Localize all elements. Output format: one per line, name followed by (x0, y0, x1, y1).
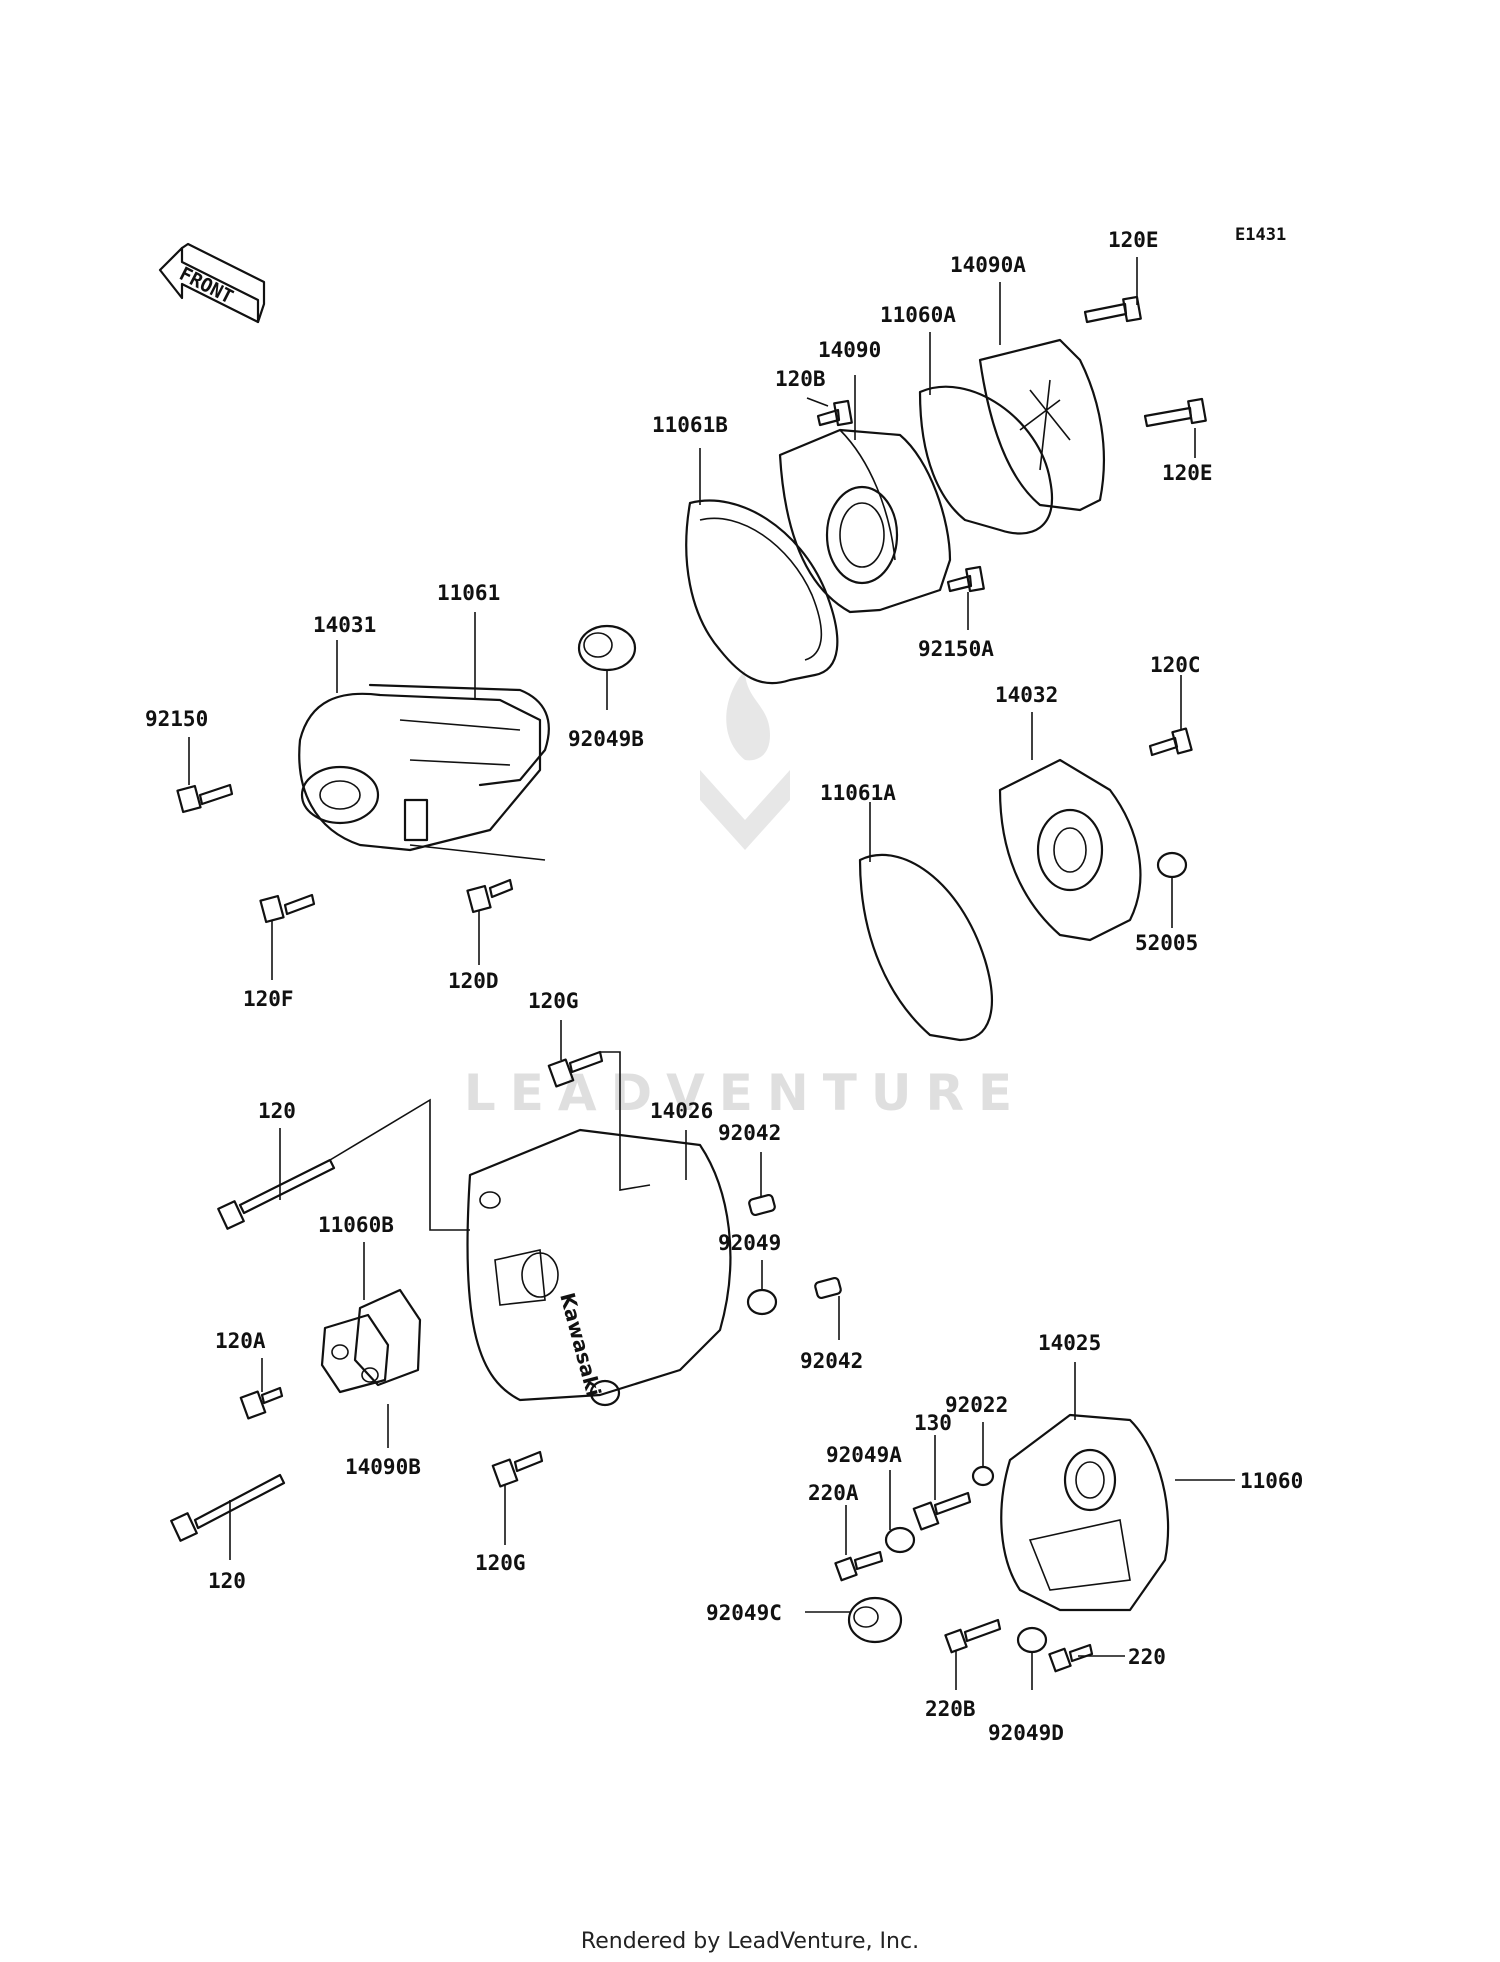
bolt-120f (259, 893, 316, 924)
seal-92049c (847, 1596, 903, 1644)
bolt-220 (1048, 1643, 1094, 1673)
part-label-92049c[interactable]: 92049C (706, 1601, 782, 1625)
part-label-120-top[interactable]: 120 (258, 1099, 296, 1123)
bolt-120b (816, 399, 853, 427)
part-label-52005[interactable]: 52005 (1135, 931, 1198, 955)
bolt-120-top (217, 1158, 336, 1230)
watermark: LEADVENTURE (464, 670, 1026, 1122)
part-label-120f[interactable]: 120F (243, 987, 294, 1011)
part-label-11060a[interactable]: 11060A (880, 303, 956, 327)
bolt-120g-top (547, 1050, 604, 1088)
part-label-14090a[interactable]: 14090A (950, 253, 1026, 277)
part-label-120c[interactable]: 120C (1150, 653, 1201, 677)
part-label-220[interactable]: 220 (1128, 1645, 1166, 1669)
part-label-14031[interactable]: 14031 (313, 613, 376, 637)
part-label-120-bottom[interactable]: 120 (208, 1569, 246, 1593)
part-label-92049[interactable]: 92049 (718, 1231, 781, 1255)
part-label-14032[interactable]: 14032 (995, 683, 1058, 707)
bolt-120d (466, 878, 514, 914)
part-label-120g-top[interactable]: 120G (528, 989, 579, 1013)
part-label-11060b[interactable]: 11060B (318, 1213, 394, 1237)
bolt-120a (239, 1386, 284, 1420)
part-label-220a[interactable]: 220A (808, 1481, 859, 1505)
part-label-92049a[interactable]: 92049A (826, 1443, 902, 1467)
cap-52005 (1156, 851, 1188, 879)
gasket-11061 (368, 683, 550, 787)
part-label-92150[interactable]: 92150 (145, 707, 208, 731)
part-label-92049b[interactable]: 92049B (568, 727, 644, 751)
diagram-code: E1431 (1235, 225, 1286, 245)
part-label-92049d[interactable]: 92049D (988, 1721, 1064, 1745)
part-label-11060[interactable]: 11060 (1240, 1469, 1303, 1493)
washer-92022 (971, 1465, 995, 1487)
bolt-220a (834, 1550, 884, 1582)
front-arrow-icon: FRONT (158, 242, 266, 324)
cover-14090 (778, 428, 952, 614)
part-label-11061a[interactable]: 11061A (820, 781, 896, 805)
footer-credit: Rendered by LeadVenture, Inc. (581, 1929, 919, 1954)
oring-11060a (918, 385, 1053, 535)
part-label-92042-top[interactable]: 92042 (718, 1121, 781, 1145)
part-label-11061[interactable]: 11061 (437, 581, 500, 605)
bolt-130 (912, 1491, 972, 1531)
plate-14090a (978, 338, 1105, 512)
ring-92049a (884, 1526, 916, 1554)
part-label-120a[interactable]: 120A (215, 1329, 266, 1353)
part-label-14090b[interactable]: 14090B (345, 1455, 421, 1479)
bolt-220b (944, 1618, 1002, 1654)
part-label-120b[interactable]: 120B (775, 367, 826, 391)
cover-14026: Kawasaki (466, 1128, 732, 1407)
oil-seal-92049b (577, 624, 637, 672)
bolt-120c (1148, 727, 1193, 757)
front-label: FRONT (176, 263, 237, 309)
watermark-text: LEADVENTURE (464, 1064, 1026, 1122)
bolt-120-bottom (170, 1473, 286, 1542)
part-label-14090[interactable]: 14090 (818, 338, 881, 362)
dowel-92042-top (748, 1193, 776, 1217)
bolt-92150a (946, 565, 985, 593)
bolt-92150 (176, 783, 234, 814)
leader-lines (188, 257, 1235, 1690)
part-label-92042-bottom[interactable]: 92042 (800, 1349, 863, 1373)
part-label-14025[interactable]: 14025 (1038, 1331, 1101, 1355)
bolt-120e-top (1083, 295, 1142, 324)
part-label-11061b[interactable]: 11061B (652, 413, 728, 437)
part-label-120d[interactable]: 120D (448, 969, 499, 993)
bolt-120g-bottom (491, 1450, 544, 1488)
cover-14032 (998, 758, 1142, 942)
ring-92049 (746, 1288, 778, 1316)
part-label-120e-bottom[interactable]: 120E (1162, 461, 1213, 485)
bolt-120e-bottom (1143, 397, 1207, 428)
gasket-11061b (685, 499, 839, 685)
cover-14031 (298, 692, 542, 852)
gasket-11061a (858, 853, 993, 1042)
cover-14025 (1000, 1413, 1170, 1612)
part-label-120e-top[interactable]: 120E (1108, 228, 1159, 252)
dowel-92042-bottom (814, 1276, 842, 1300)
part-label-92022[interactable]: 92022 (945, 1393, 1008, 1417)
part-label-92150a[interactable]: 92150A (918, 637, 994, 661)
part-label-220b[interactable]: 220B (925, 1697, 976, 1721)
ring-92049d (1016, 1626, 1048, 1654)
part-label-120g-bottom[interactable]: 120G (475, 1551, 526, 1575)
gasket-11060b (353, 1288, 422, 1387)
part-labels: 120E 14090A 11060A 14090 120B 11061B 120E 92150… (145, 228, 1303, 1745)
plate-14090b (320, 1313, 390, 1394)
part-label-14026[interactable]: 14026 (650, 1099, 713, 1123)
part-label-130[interactable]: 130 (914, 1411, 952, 1435)
